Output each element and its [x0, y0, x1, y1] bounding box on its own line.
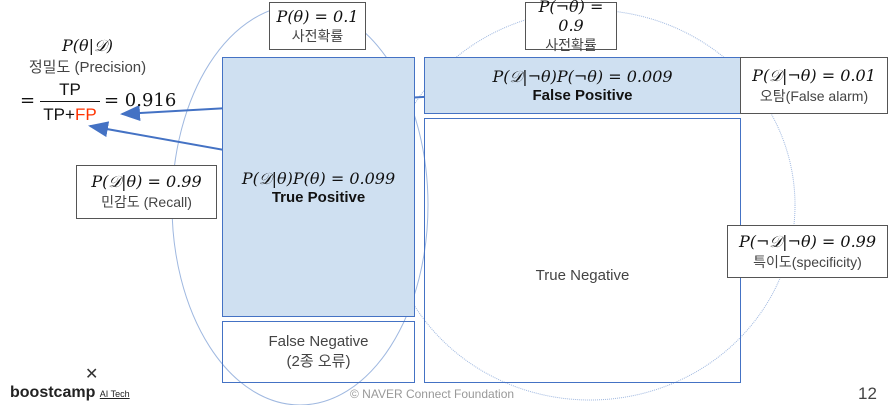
- fp-formula: P(𝒟|¬θ)P(¬θ) = 0.009: [492, 67, 673, 86]
- specificity-label: 특이도(specificity): [753, 253, 862, 270]
- true-negative-box: True Negative: [424, 118, 741, 383]
- numerator: TP: [59, 80, 81, 99]
- prior-positive-formula: P(θ) = 0.1: [276, 6, 359, 26]
- page-number: 12: [858, 384, 877, 403]
- recall-label: 민감도 (Recall): [101, 194, 192, 210]
- tp-label: True Positive: [271, 188, 366, 206]
- precision-result: = 0.916: [104, 90, 177, 111]
- prior-negative-label: 사전확률: [545, 37, 597, 53]
- fn-sub: (2종 오류): [286, 353, 351, 370]
- tn-label: True Negative: [535, 267, 630, 284]
- equals: =: [20, 90, 36, 111]
- true-positive-box: P(𝒟|θ)P(θ) = 0.099 True Positive: [222, 57, 415, 317]
- specificity-box: P(¬𝒟|¬θ) = 0.99 특이도(specificity): [727, 225, 888, 278]
- prior-negative-box: P(¬θ) = 0.9 사전확률: [525, 0, 617, 53]
- fraction-bar: [40, 101, 100, 102]
- precision-formula: P(θ|𝒟): [61, 36, 114, 55]
- precision-block: P(θ|𝒟) 정밀도 (Precision): [0, 36, 175, 77]
- prior-positive-box: P(θ) = 0.1 사전확률: [269, 2, 366, 50]
- brand: boostcamp: [10, 384, 96, 401]
- fn-label: False Negative: [268, 333, 369, 350]
- copyright: © NAVER Connect Foundation: [350, 387, 515, 401]
- false-alarm-formula: P(𝒟|¬θ) = 0.01: [752, 65, 876, 85]
- precision-label: 정밀도 (Precision): [28, 59, 147, 76]
- fp-label: False Positive: [532, 87, 633, 104]
- denominator-tp: TP+: [43, 105, 75, 124]
- close-x-icon: ✕: [85, 366, 99, 383]
- prior-negative-formula: P(¬θ) = 0.9: [538, 0, 604, 35]
- tp-formula: P(𝒟|θ)P(θ) = 0.099: [241, 168, 396, 188]
- false-negative-box: False Negative (2종 오류): [222, 321, 415, 383]
- false-alarm-box: P(𝒟|¬θ) = 0.01 오탐(False alarm): [740, 57, 888, 114]
- boostcamp-logo: boostcamp AI Tech: [10, 384, 130, 402]
- denominator-fp: FP: [74, 105, 97, 124]
- specificity-formula: P(¬𝒟|¬θ) = 0.99: [738, 231, 877, 251]
- recall-formula: P(𝒟|θ) = 0.99: [91, 172, 202, 191]
- brand-sub: AI Tech: [99, 389, 130, 399]
- prior-positive-label: 사전확률: [291, 27, 344, 44]
- false-alarm-label: 오탐(False alarm): [759, 87, 869, 104]
- recall-box: P(𝒟|θ) = 0.99 민감도 (Recall): [76, 165, 217, 219]
- false-positive-box: P(𝒟|¬θ)P(¬θ) = 0.009 False Positive: [424, 57, 741, 114]
